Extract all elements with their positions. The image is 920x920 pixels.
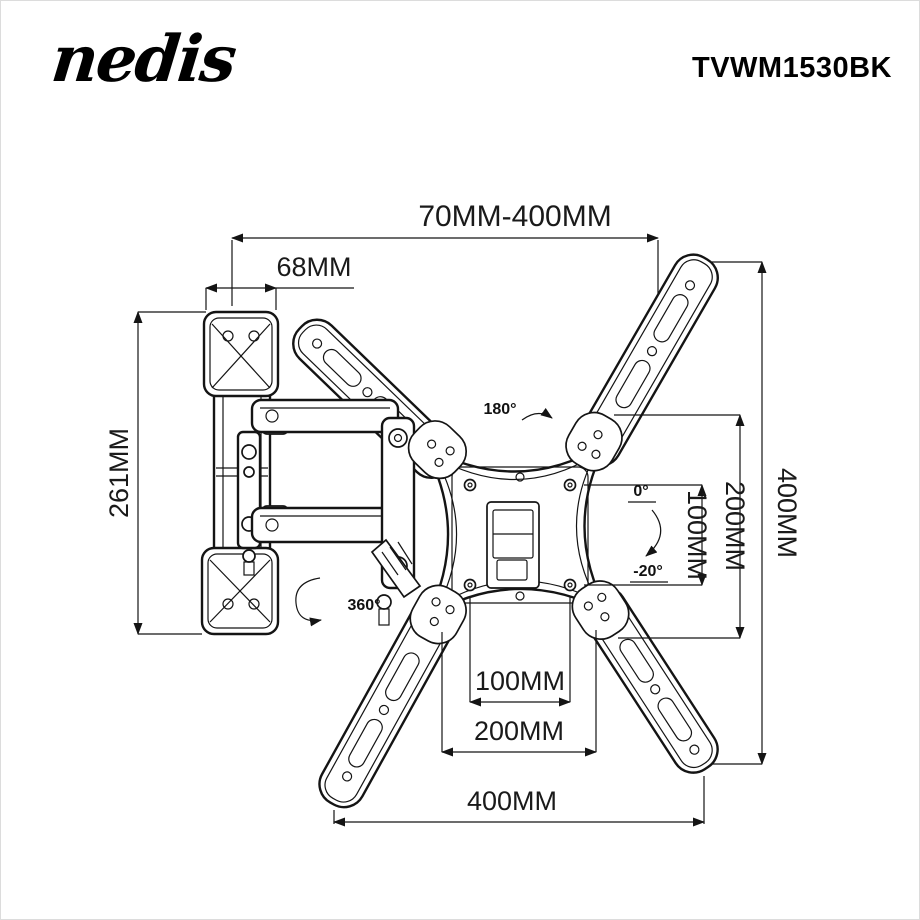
angle-tilt: 0° -20° <box>628 483 668 583</box>
dim-bottom-100-label: 100MM <box>475 666 565 696</box>
angle-180-label: 180° <box>483 401 516 418</box>
dim-right-400-label: 400MM <box>772 468 802 558</box>
dim-top-range-label: 70MM-400MM <box>418 200 611 233</box>
product-code: TVWM1530BK <box>692 52 892 84</box>
angle-0-label: 0° <box>633 483 648 500</box>
dimension-right-100: 100MM <box>584 484 712 586</box>
angle-rotate-360: 360° <box>295 577 381 627</box>
angle-swivel-180: 180° <box>483 401 553 421</box>
angle-360-label: 360° <box>347 597 380 614</box>
articulating-arm <box>236 398 422 626</box>
dim-right-100-label: 100MM <box>682 490 712 580</box>
dim-plate-width-label: 68MM <box>276 252 351 282</box>
dim-bottom-200-label: 200MM <box>474 716 564 746</box>
center-plate <box>420 440 611 620</box>
dimension-right-200: 200MM <box>614 414 750 639</box>
dimension-plate-width: 68MM <box>205 252 354 310</box>
dim-bottom-400-label: 400MM <box>467 786 557 816</box>
dim-plate-height-label: 261MM <box>104 428 134 518</box>
dimension-top-range: 70MM-400MM <box>231 200 659 306</box>
angle-neg20-label: -20° <box>633 563 663 580</box>
dimension-plate-height: 261MM <box>104 311 206 635</box>
arm-base-pads <box>407 411 630 645</box>
dimension-bottom-100: 100MM <box>469 596 571 707</box>
dimension-bottom-200: 200MM <box>441 630 597 757</box>
dimension-bottom-400: 400MM <box>333 776 705 827</box>
dimension-right-400: 400MM <box>712 261 802 765</box>
dim-right-200-label: 200MM <box>720 481 750 571</box>
